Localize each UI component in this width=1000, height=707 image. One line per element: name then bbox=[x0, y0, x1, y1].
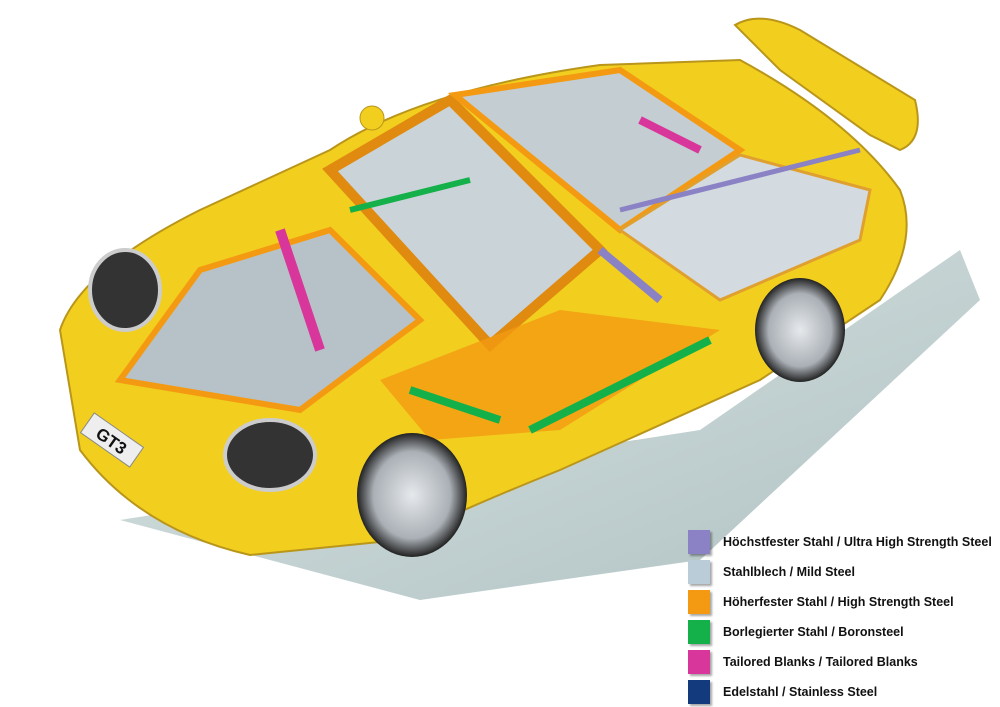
legend-label: Borlegierter Stahl / Boronsteel bbox=[723, 625, 904, 639]
boron-beam-2 bbox=[349, 177, 471, 213]
legend-label: Stahlblech / Mild Steel bbox=[723, 565, 855, 579]
uhss-roof-rail bbox=[619, 147, 861, 213]
legend-item: Stahlblech / Mild Steel bbox=[688, 557, 992, 587]
headlight-right bbox=[223, 418, 317, 492]
legend-swatch bbox=[688, 680, 710, 704]
legend-label: Höchstfester Stahl / Ultra High Strength… bbox=[723, 535, 992, 549]
boron-beam-1 bbox=[528, 336, 712, 434]
legend-swatch bbox=[688, 560, 710, 584]
legend-item: Höchstfester Stahl / Ultra High Strength… bbox=[688, 527, 992, 557]
engine-bay-rear bbox=[617, 153, 872, 302]
front-wheel bbox=[357, 433, 467, 557]
legend-label: Tailored Blanks / Tailored Blanks bbox=[723, 655, 918, 669]
roof-structure bbox=[447, 66, 746, 234]
legend-item: Tailored Blanks / Tailored Blanks bbox=[688, 647, 992, 677]
rear-wheel bbox=[755, 278, 845, 382]
legend-swatch bbox=[688, 530, 710, 554]
legend-item: Höherfester Stahl / High Strength Steel bbox=[688, 587, 992, 617]
legend-swatch bbox=[688, 620, 710, 644]
side-mirror bbox=[359, 105, 385, 131]
headlight-left bbox=[88, 248, 162, 332]
license-plate bbox=[79, 412, 145, 468]
legend-swatch bbox=[688, 590, 710, 614]
front-trunk bbox=[114, 226, 425, 414]
tailored-blank-2 bbox=[638, 116, 702, 154]
rear-spoiler bbox=[733, 17, 919, 152]
material-legend: Höchstfester Stahl / Ultra High Strength… bbox=[688, 527, 992, 707]
uhss-part bbox=[597, 246, 663, 304]
legend-label: Edelstahl / Stainless Steel bbox=[723, 685, 878, 699]
boron-beam-3 bbox=[408, 386, 502, 424]
tailored-blank-1 bbox=[275, 228, 325, 352]
legend-label: Höherfester Stahl / High Strength Steel bbox=[723, 595, 954, 609]
legend-item: Borlegierter Stahl / Boronsteel bbox=[688, 617, 992, 647]
legend-item: Edelstahl / Stainless Steel bbox=[688, 677, 992, 707]
legend-swatch bbox=[688, 650, 710, 674]
